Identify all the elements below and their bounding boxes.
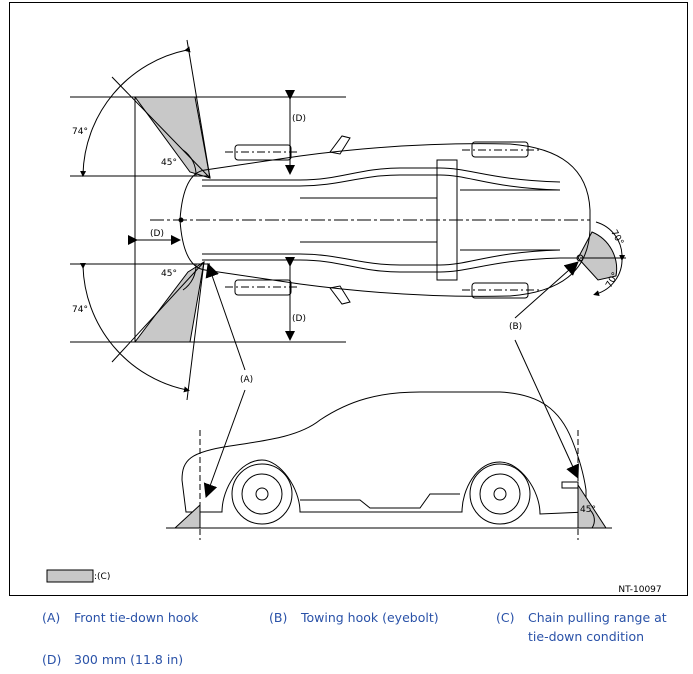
legend-item-d: (D) 300 mm (11.8 in) [42,650,262,672]
car-outline-side [181,391,587,515]
legend-text: Towing hook (eyebolt) [301,610,439,625]
legend-key: (D) [42,652,62,667]
legend-item-b: (B) Towing hook (eyebolt) [269,608,489,630]
legend-key: (B) [269,610,288,625]
top-view [70,39,626,401]
shade-side-front [173,503,201,529]
angle-74-upper: 74° [72,127,88,137]
legend-item-a: (A) Front tie-down hook [42,608,262,630]
leader-lines [203,261,579,498]
label-d-lower: (D) [292,314,306,324]
figure-code: NT-10097 [618,585,661,595]
angle-70-upper: 70° [608,228,625,247]
legend-key: (A) [42,610,61,625]
legend-text: Chain pulling range at tie-down conditio… [528,610,667,644]
swatch-label: :(C) [94,572,110,582]
label-b: (B) [509,322,522,332]
label-a: (A) [240,375,253,385]
legend-text: 300 mm (11.8 in) [74,652,184,667]
legend-swatch [46,569,94,583]
car-outline-top [179,143,591,297]
legend-item-c: (C) Chain pulling range at tie-down cond… [496,608,688,652]
angle-45-side: 45° [580,505,596,515]
angle-45-upper: 45° [161,158,177,168]
shade-rear [577,231,618,281]
arc-74-lower [79,262,190,393]
legend-key: (C) [496,610,515,625]
diagram-frame [9,2,688,596]
side-view [166,391,612,540]
angle-45-lower: 45° [161,269,177,279]
tie-down-diagram: 74° 74° 45° 45° 70° 70° 45° (D) (D) (D) … [46,39,662,595]
label-d-left: (D) [150,229,164,239]
legend: (A) Front tie-down hook (B) Towing hook … [0,600,693,674]
angle-74-lower: 74° [72,305,88,315]
label-d-upper: (D) [292,114,306,124]
legend-text: Front tie-down hook [74,610,199,625]
arc-74-upper [80,46,191,177]
